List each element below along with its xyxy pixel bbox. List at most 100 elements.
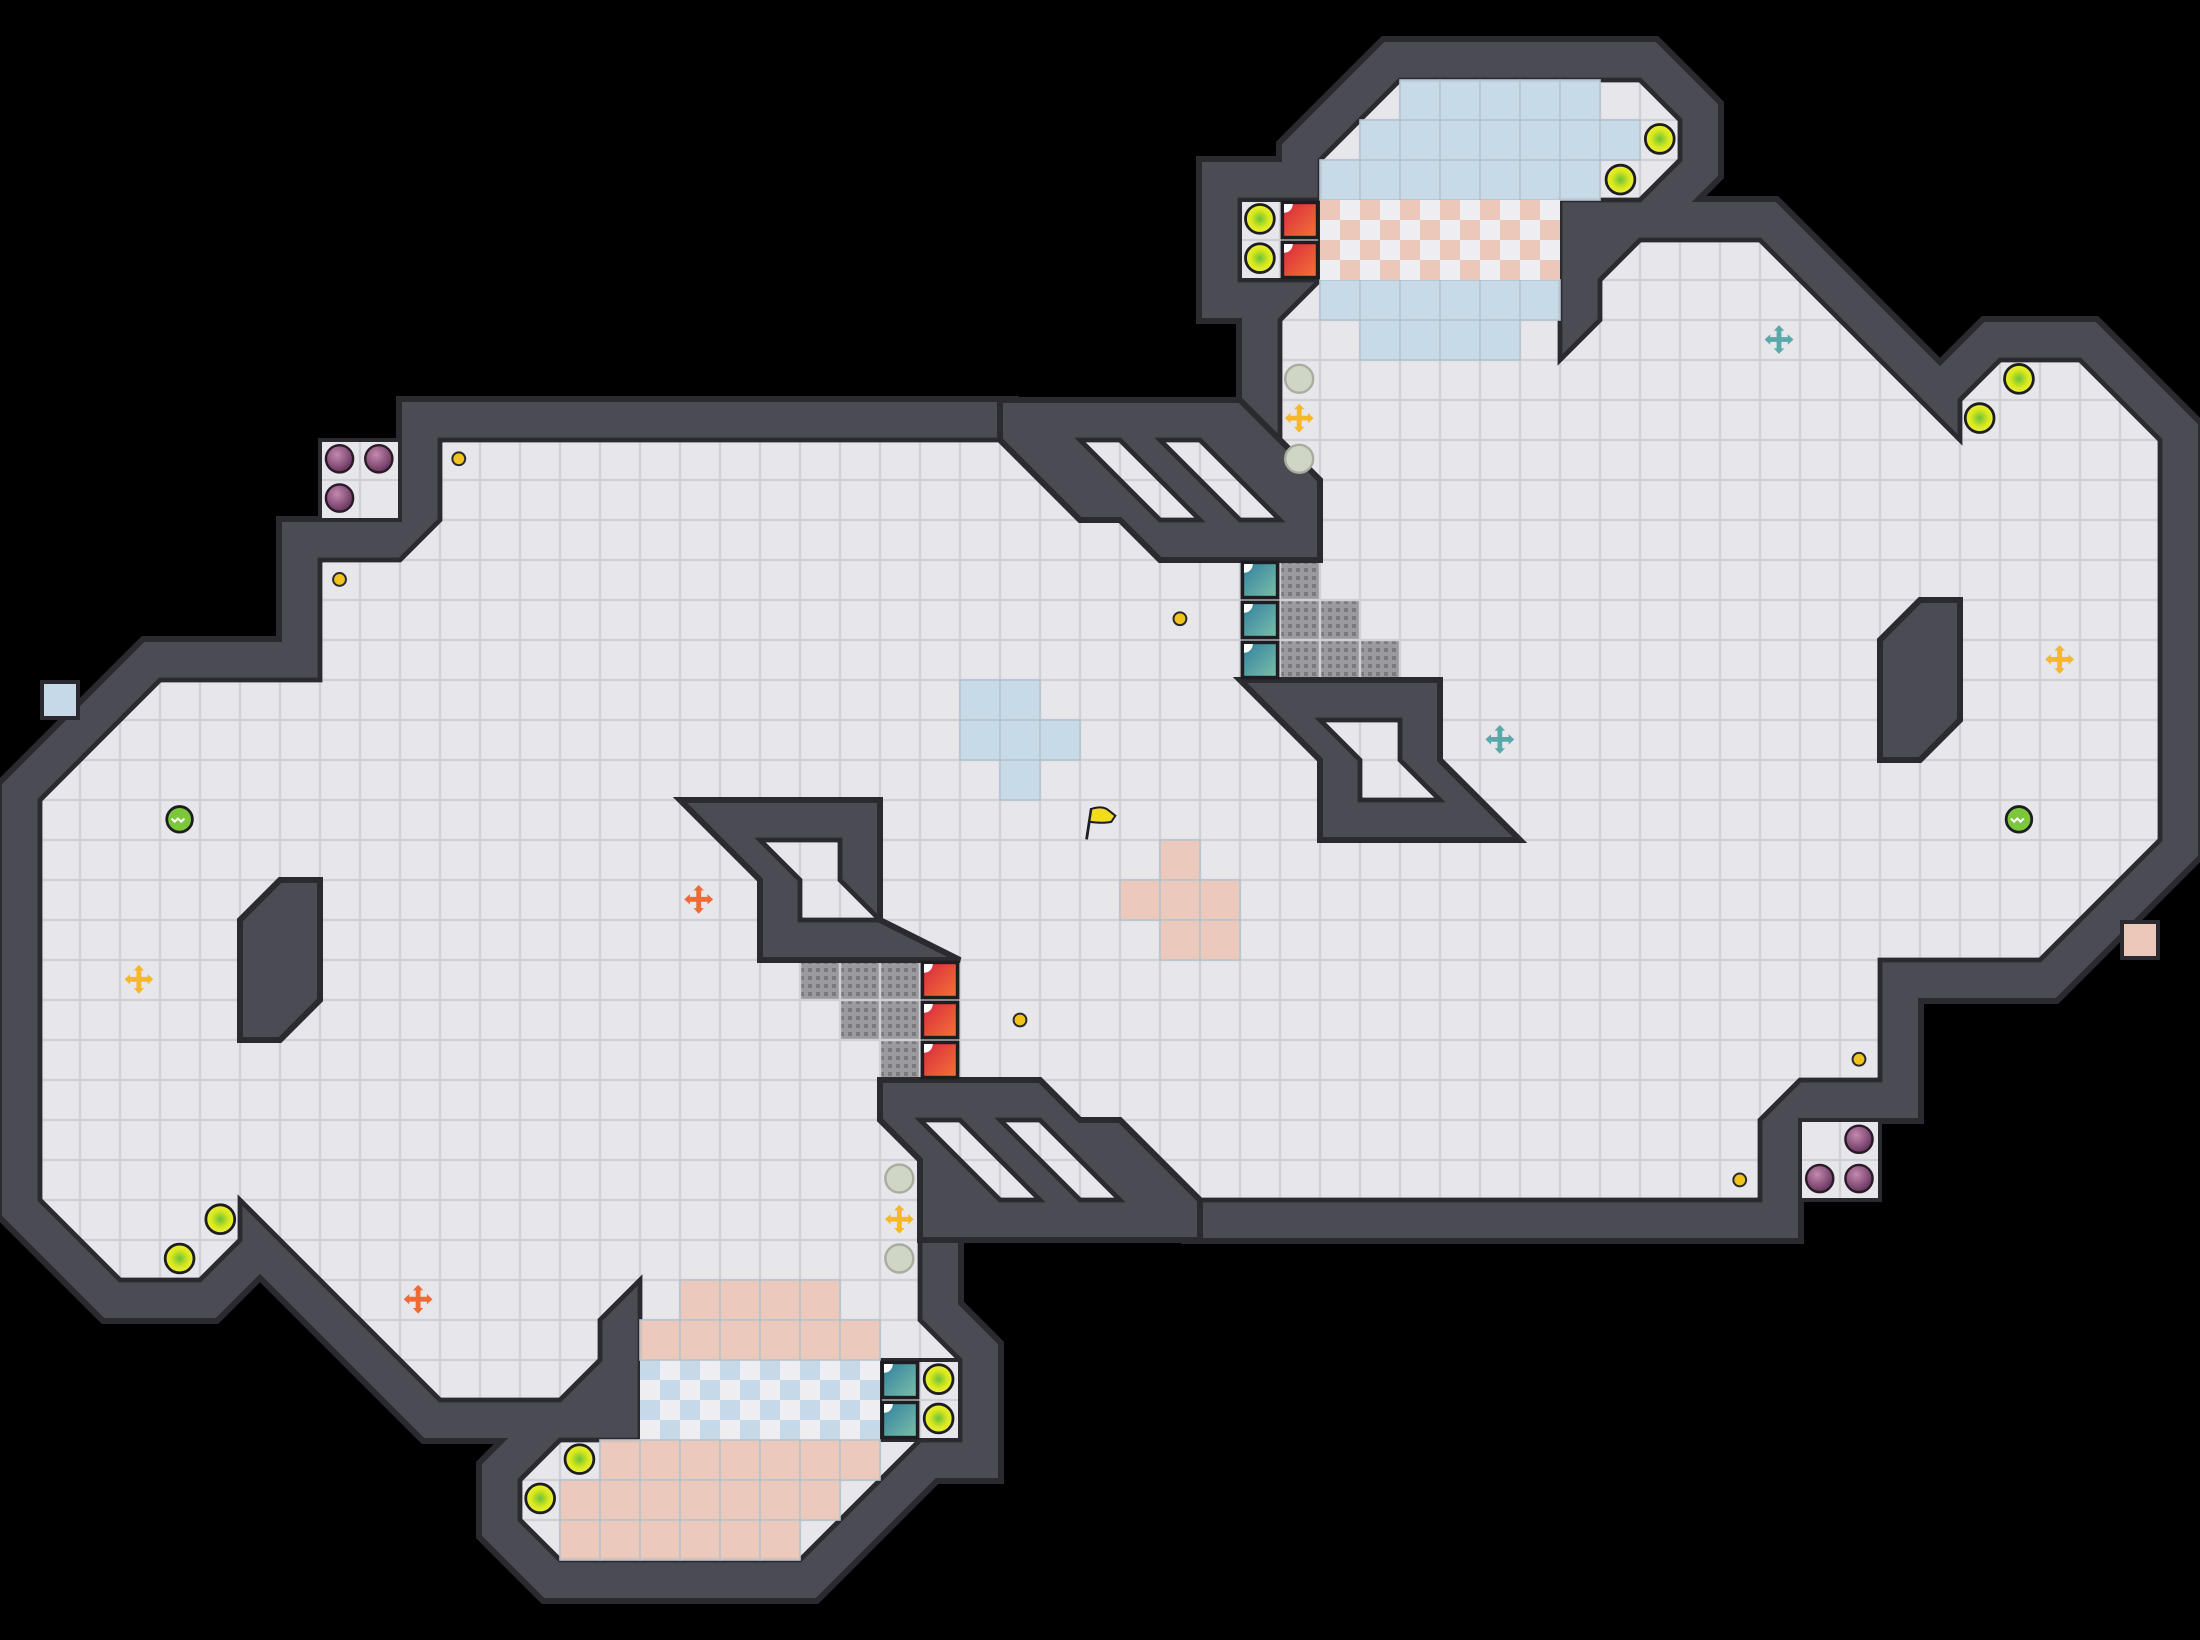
- salmon-checker-tile: [1500, 220, 1520, 240]
- salmon-zone-tile: [599, 1439, 641, 1481]
- coin-dot-icon: [451, 451, 467, 467]
- blue-checker-tile: [840, 1400, 860, 1420]
- purple-ball-icon: [364, 443, 394, 474]
- salmon-zone-tile: [759, 1279, 801, 1321]
- blue-checker-tile: [640, 1400, 660, 1420]
- salmon-checker-tile: [1500, 200, 1520, 220]
- blue-checker-tile: [780, 1400, 800, 1420]
- salmon-checker-tile: [1400, 200, 1420, 220]
- blue-zone-tile: [1439, 159, 1481, 201]
- blue-checker-tile: [740, 1360, 760, 1380]
- blue-checker-tile: [800, 1360, 820, 1380]
- salmon-checker-tile: [1400, 220, 1420, 240]
- salmon-checker-tile: [1420, 240, 1440, 260]
- blue-zone-tile: [1399, 279, 1441, 321]
- salmon-checker-tile: [1540, 220, 1560, 240]
- yellow-ball-icon: [2003, 363, 2035, 395]
- blue-checker-tile: [820, 1360, 840, 1380]
- blue-zone-tile: [1359, 159, 1401, 201]
- purple-ball-icon: [1844, 1124, 1874, 1155]
- cross-arms: [1287, 406, 1311, 430]
- teal-block-icon: [1240, 560, 1280, 600]
- flag-cloth: [1088, 806, 1117, 824]
- grey-ball-icon: [884, 1243, 915, 1274]
- salmon-checker-tile: [1440, 240, 1460, 260]
- salmon-checker-tile: [1360, 260, 1380, 280]
- blue-zone-tile: [1359, 319, 1401, 361]
- blue-checker-tile: [820, 1400, 840, 1420]
- red-block-icon: [920, 1000, 960, 1040]
- blue-zone-tile: [1559, 159, 1601, 201]
- yellow-ball-icon: [922, 1363, 955, 1395]
- block-shine: [884, 1404, 893, 1413]
- salmon-zone-tile: [639, 1479, 681, 1521]
- blue-wall-panel: [39, 679, 80, 720]
- block-shine: [1244, 644, 1253, 653]
- blue-zone-tile: [1519, 79, 1561, 121]
- blue-zone-tile: [1439, 319, 1481, 361]
- yellow-ball-icon: [563, 1443, 596, 1475]
- yellow-ball-icon: [1244, 242, 1276, 274]
- move-cross-icon: [403, 1284, 433, 1314]
- block-shine: [924, 1044, 933, 1053]
- salmon-zone-tile: [679, 1519, 721, 1561]
- blue-checker-tile: [660, 1360, 680, 1380]
- salmon-zone-tile: [559, 1519, 601, 1561]
- teal-block-icon: [1240, 600, 1280, 640]
- block-shine: [924, 1004, 933, 1013]
- blue-checker-tile: [800, 1400, 820, 1420]
- grey-ball-icon: [1283, 363, 1315, 395]
- blue-zone-tile: [1359, 279, 1401, 321]
- salmon-checker-tile: [1460, 260, 1480, 280]
- salmon-checker-tile: [1520, 200, 1540, 220]
- blue-checker-tile: [660, 1400, 680, 1420]
- blue-zone-tile: [999, 759, 1041, 801]
- salmon-checker-tile: [1540, 240, 1560, 260]
- blue-zone-tile: [1399, 319, 1441, 361]
- blue-checker-tile: [760, 1380, 780, 1400]
- grate-tile: [1281, 561, 1319, 599]
- blue-checker-tile: [720, 1420, 740, 1440]
- salmon-checker-tile: [1520, 220, 1540, 240]
- teal-block-icon: [880, 1400, 920, 1440]
- blue-zone-tile: [1319, 159, 1361, 201]
- salmon-zone-tile: [639, 1439, 681, 1481]
- blue-checker-tile: [760, 1420, 780, 1440]
- salmon-checker-tile: [1340, 200, 1360, 220]
- salmon-checker-tile: [1320, 260, 1340, 280]
- salmon-zone-tile: [799, 1439, 841, 1481]
- blue-checker-tile: [720, 1400, 740, 1420]
- striped-ball-icon: [2004, 805, 2034, 834]
- salmon-checker-tile: [1420, 200, 1440, 220]
- salmon-checker-tile: [1480, 220, 1500, 240]
- red-block-icon: [920, 960, 960, 1000]
- salmon-zone-tile: [679, 1439, 721, 1481]
- salmon-zone-tile: [759, 1319, 801, 1361]
- blue-checker-tile: [720, 1360, 740, 1380]
- blue-zone-tile: [1439, 79, 1481, 121]
- salmon-checker-tile: [1440, 200, 1460, 220]
- colored-zones: [559, 79, 1641, 1561]
- blue-checker-tile: [680, 1400, 700, 1420]
- salmon-zone-tile: [799, 1319, 841, 1361]
- striped-ball-icon: [165, 805, 194, 834]
- red-block-icon: [1280, 200, 1320, 240]
- blue-checker-tile: [840, 1380, 860, 1400]
- salmon-zone-tile: [759, 1439, 801, 1481]
- salmon-zone-tile: [839, 1439, 881, 1481]
- blue-zone-tile: [1359, 119, 1401, 161]
- move-cross-icon: [1284, 403, 1314, 433]
- blue-zone-tile: [1599, 119, 1641, 161]
- purple-ball-icon: [1804, 1163, 1835, 1194]
- salmon-zone-tile: [1199, 919, 1241, 961]
- blue-checker-tile: [780, 1360, 800, 1380]
- block-shine: [924, 964, 933, 973]
- grate-tile: [881, 1041, 919, 1079]
- salmon-zone-tile: [559, 1479, 601, 1521]
- salmon-checker-tile: [1520, 260, 1540, 280]
- salmon-checker-tile: [1440, 260, 1460, 280]
- coin-dot-icon: [1851, 1051, 1867, 1067]
- grate-tile: [1281, 601, 1319, 639]
- teal-block-icon: [1240, 640, 1280, 680]
- salmon-checker-tile: [1380, 220, 1400, 240]
